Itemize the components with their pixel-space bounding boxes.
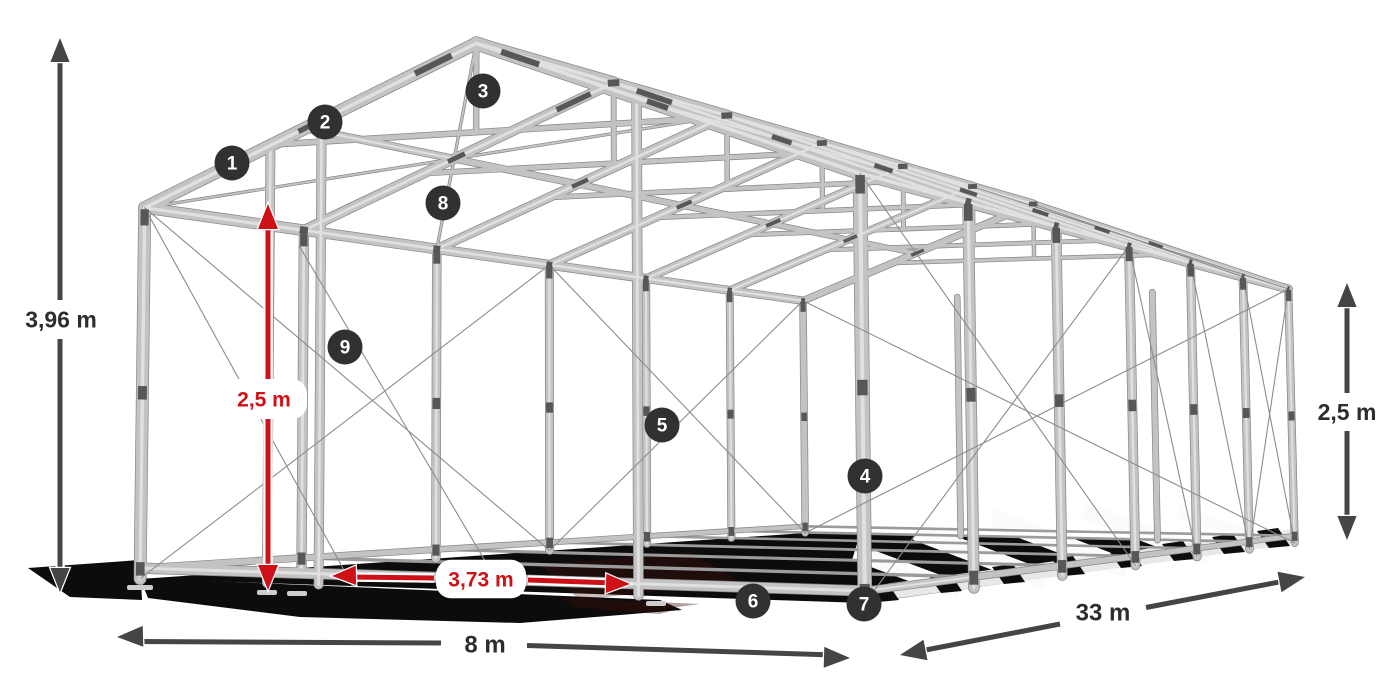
svg-text:5: 5 (657, 416, 668, 437)
svg-text:3,73 m: 3,73 m (448, 569, 513, 592)
svg-text:1: 1 (227, 154, 238, 175)
svg-text:33 m: 33 m (1076, 600, 1131, 627)
svg-text:2: 2 (320, 113, 331, 134)
svg-text:2,5 m: 2,5 m (1318, 399, 1377, 425)
svg-text:7: 7 (859, 595, 870, 616)
svg-text:8 m: 8 m (464, 632, 505, 659)
svg-text:8: 8 (438, 194, 449, 215)
svg-text:9: 9 (340, 338, 351, 359)
svg-text:4: 4 (860, 467, 871, 488)
svg-text:2,5 m: 2,5 m (237, 389, 291, 412)
svg-text:3,96 m: 3,96 m (25, 307, 97, 333)
svg-text:3: 3 (478, 82, 489, 103)
svg-text:6: 6 (748, 592, 759, 613)
